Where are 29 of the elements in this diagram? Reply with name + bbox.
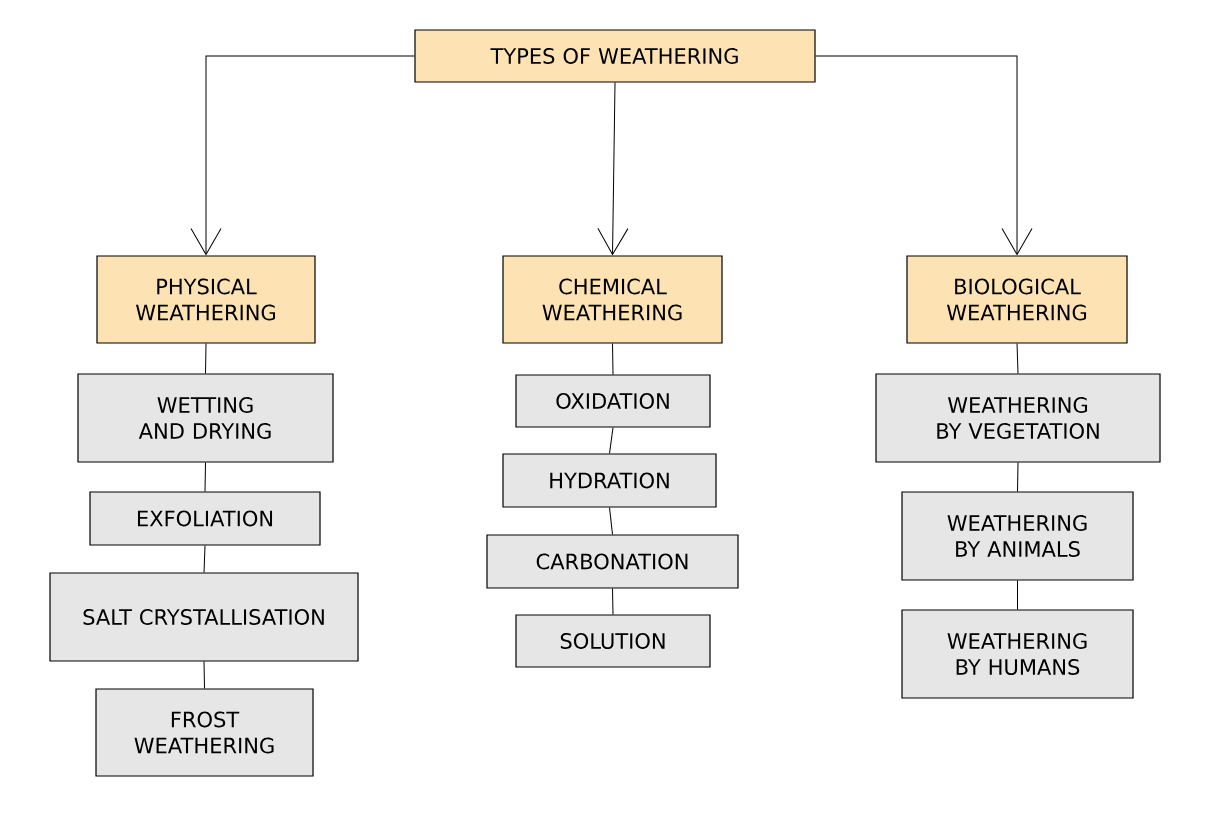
category-box: CHEMICAL WEATHERING: [502, 255, 723, 344]
connector-line: [1016, 343, 1019, 374]
process-box: CARBONATION: [486, 534, 739, 589]
process-box: WEATHERING BY HUMANS: [901, 609, 1134, 699]
process-box: HYDRATION: [502, 453, 717, 508]
process-box: SALT CRYSTALLISATION: [49, 572, 359, 662]
arrow: [597, 82, 629, 255]
process-box: EXFOLIATION: [89, 491, 321, 546]
connector-line: [203, 661, 205, 689]
connector-line: [609, 507, 613, 535]
connector-line: [612, 588, 614, 615]
connector-line: [1017, 462, 1019, 492]
category-box: PHYSICAL WEATHERING: [96, 255, 316, 344]
process-box: SOLUTION: [515, 614, 711, 668]
arrow: [190, 55, 415, 255]
connector-line: [204, 462, 206, 492]
process-box: WEATHERING BY VEGETATION: [875, 373, 1161, 463]
arrow: [815, 55, 1033, 255]
connector-line: [1017, 580, 1018, 610]
connector-line: [612, 343, 614, 375]
connector-line: [609, 427, 614, 454]
connector-line: [203, 545, 206, 573]
process-box: WEATHERING BY ANIMALS: [901, 491, 1134, 581]
process-box: FROST WEATHERING: [95, 688, 314, 777]
connector-line: [205, 343, 207, 374]
process-box: WETTING AND DRYING: [77, 373, 334, 463]
category-box: BIOLOGICAL WEATHERING: [906, 255, 1128, 344]
process-box: OXIDATION: [515, 374, 711, 428]
title-box: TYPES OF WEATHERING: [414, 29, 816, 83]
